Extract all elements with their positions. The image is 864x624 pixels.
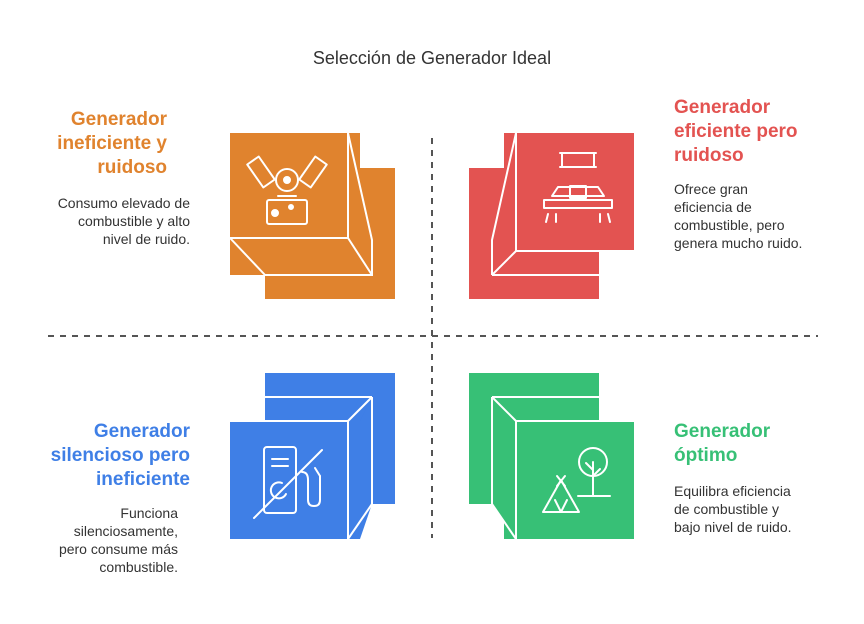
description-top-right: Ofrece gran eficiencia de combustible, p… xyxy=(674,181,803,251)
heading-bottom-left: Generador silencioso pero ineficiente xyxy=(50,421,190,490)
box-top-left xyxy=(229,132,395,299)
heading-bottom-right: Generador óptimo xyxy=(674,421,771,466)
diagram-title: Selección de Generador Ideal xyxy=(312,48,552,68)
noisy-machine-icon xyxy=(543,152,613,223)
heading-top-left: Generador ineficiente y ruidoso xyxy=(57,109,167,178)
box-top-right xyxy=(469,132,634,299)
engine-icon xyxy=(246,155,328,225)
heading-top-right: Generador eficiente pero ruidoso xyxy=(674,97,798,166)
box-bottom-right xyxy=(469,373,635,540)
camping-tree-icon xyxy=(542,447,611,513)
no-fuel-pump-icon xyxy=(253,446,323,519)
description-top-left: Consumo elevado de combustible y alto ni… xyxy=(57,195,190,247)
description-bottom-left: Funciona silenciosamente, pero consume m… xyxy=(58,505,178,575)
description-bottom-right: Equilibra eficiencia de combustible y ba… xyxy=(674,483,792,535)
box-bottom-left xyxy=(229,373,395,540)
